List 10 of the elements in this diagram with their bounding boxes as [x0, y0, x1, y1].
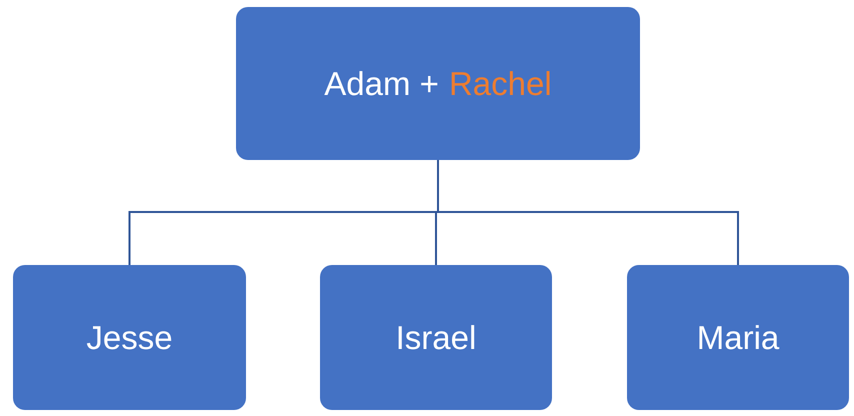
person-box [236, 7, 640, 160]
connector-line [437, 160, 739, 265]
person-box [320, 265, 552, 410]
person-box [13, 265, 246, 410]
person-box [627, 265, 849, 410]
name-text: Israel [396, 318, 476, 358]
name-text: Rachel [448, 64, 552, 104]
name-text: Jesse [86, 318, 173, 358]
name-text: Maria [696, 318, 780, 358]
name-text: Adam + [324, 64, 439, 104]
